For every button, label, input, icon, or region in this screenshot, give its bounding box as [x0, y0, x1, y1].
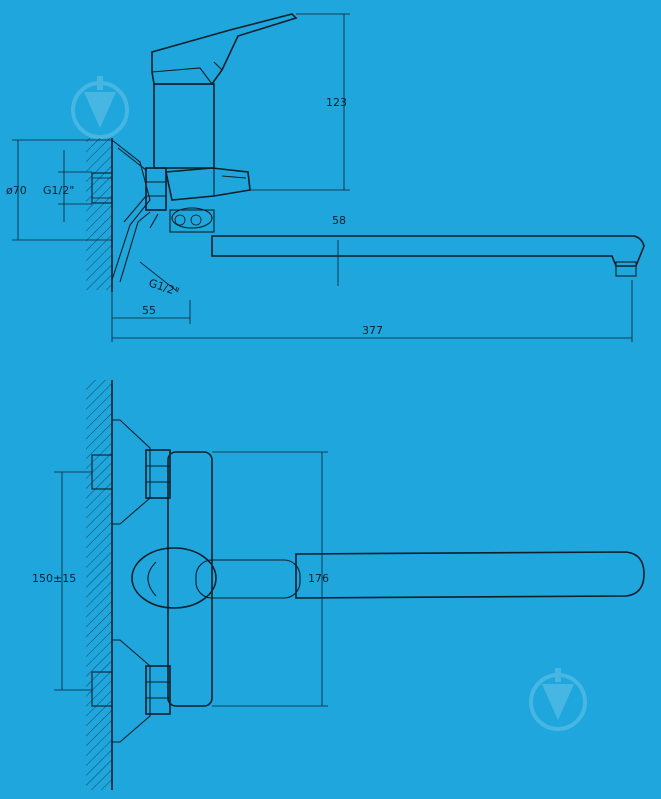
watermark-logo-icon: [71, 76, 129, 139]
dim-spout: 176: [308, 572, 329, 585]
mixer-column: [153, 83, 215, 169]
wall-hatch: [86, 138, 112, 290]
wall-hatch: [86, 380, 112, 790]
top-flange: [112, 419, 151, 525]
dim-height: 123: [326, 96, 347, 109]
bottom-flange: [112, 639, 151, 743]
lever-handle: [151, 13, 298, 85]
dim-offset: 55: [142, 304, 156, 317]
dim-spout-length: 377: [362, 324, 383, 337]
dim-wall: 58: [332, 214, 346, 227]
spout-front: [295, 551, 645, 599]
side-view: 123 58 ø70 G1/2" G1/2" 55 377: [6, 13, 645, 342]
mixer-body-front: [167, 451, 213, 707]
dim-thread-top: G1/2": [43, 184, 74, 197]
front-view: 150±15 176: [32, 380, 645, 790]
dim-centers: 150±15: [32, 572, 76, 585]
lever-knob: [131, 547, 217, 609]
mixer-body: [165, 167, 251, 201]
spout: [211, 235, 645, 267]
inlet-pipe: [91, 172, 113, 204]
flange: [111, 139, 151, 281]
dim-flange-dia: ø70: [6, 184, 27, 197]
watermark-logo-icon: [529, 668, 587, 731]
top-nut: [145, 449, 171, 499]
dim-thread-bottom: G1/2": [147, 276, 181, 298]
bottom-nut: [145, 665, 171, 715]
hex-nut: [145, 167, 167, 211]
